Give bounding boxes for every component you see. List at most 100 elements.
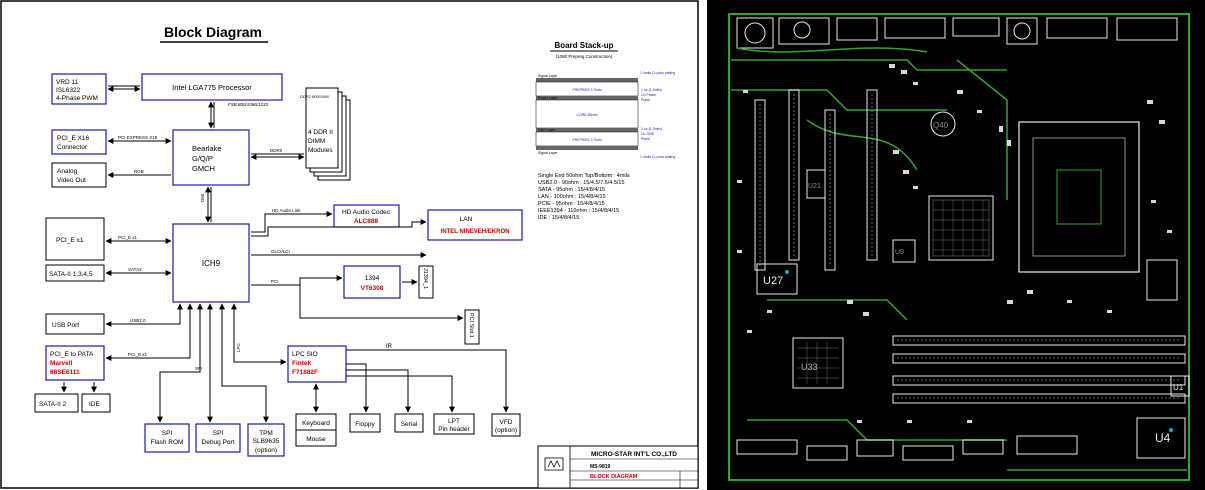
- lpt-line2: Pin header: [438, 426, 470, 433]
- block-labels: VRD 11 ISL6322 4-Phase PWM Intel LGA775 …: [39, 79, 517, 454]
- j1394-label: J1394_1: [422, 268, 428, 289]
- stackup-gnd: GND Layer: [538, 128, 556, 132]
- stackup-prepreg2: PREPREG 3.7mils: [572, 138, 601, 142]
- pcie-x16-line2: Connector: [57, 144, 88, 151]
- impedance-line: IDE : 15/4/8/4/15: [538, 215, 579, 221]
- impedance-notes: Single End 50ohm Top/Bottom : 4mils USB2…: [538, 173, 630, 221]
- stackup-section: Board Stack-up (1080 Prepreg Constructio…: [535, 41, 675, 159]
- link-labels: PCI EXPRESS X16 RGB DDRII DMI HD Audio L…: [118, 135, 393, 371]
- link-usb2: USB2.0: [130, 318, 146, 323]
- pata-block: [45, 345, 105, 381]
- sata-block: [45, 264, 105, 282]
- stackup-power-note3: Plane: [641, 98, 650, 102]
- link-rgb: RGB: [134, 169, 144, 174]
- pata-line3: 88SE6111: [50, 369, 80, 376]
- pcb-layout-view: U27 U4 U1 Q40 U33 U21 U9: [707, 0, 1205, 490]
- impedance-line: IEEE1394 - 110ohm : 15/4/8/4/15: [538, 208, 619, 214]
- spi-flash-line2: Flash ROM: [151, 439, 184, 446]
- pcb-label-u1: U1: [1173, 383, 1184, 392]
- stackup-signal-top: Signal Layer: [538, 74, 558, 78]
- stackup-gnd-note2: Cu GND: [641, 132, 655, 136]
- ddr-line2: DIMM: [308, 138, 325, 145]
- lan-block: [427, 209, 523, 241]
- sata2-block: [34, 393, 79, 413]
- msi-logo: [544, 457, 564, 471]
- pcie-x16-block: [51, 129, 107, 155]
- link-ddrii: DDRII: [270, 148, 282, 153]
- vrd-line2: ISL6322: [56, 87, 81, 94]
- lpt-block: [433, 413, 475, 435]
- ich-footprint: [792, 337, 844, 389]
- vrd-line1: VRD 11: [56, 79, 79, 86]
- fsb-label: FSB 800/1066/1333: [228, 102, 269, 107]
- connection-lines: [61, 85, 509, 423]
- link-pata-pcie: PCI_E x1: [128, 352, 148, 357]
- link-pci: PCI: [271, 279, 279, 284]
- pata-line1: PCI_E to PATA: [50, 351, 94, 358]
- stackup-title: Board Stack-up: [554, 41, 613, 50]
- cpu-block: [141, 73, 283, 101]
- impedance-line: LAN - 100ohm : 15/4/8/4/15: [538, 194, 606, 200]
- spi-debug-line2: Debug Port: [202, 439, 235, 446]
- tpm-line1: TPM: [259, 430, 273, 437]
- diagram-title: Block Diagram: [164, 24, 262, 40]
- pcb-label-u21: U21: [808, 183, 821, 190]
- impedance-line: USB2.0 - 90ohm : 15/4.5/7.5/4.5/15: [538, 180, 625, 186]
- ich9-block: [172, 223, 250, 303]
- vfd-line2: (option): [495, 427, 517, 434]
- link-ir: IR: [386, 344, 393, 350]
- pcb-reference-labels: U27 U4 U1 Q40 U33 U21 U9: [763, 121, 1184, 445]
- ich9-label: ICH9: [202, 259, 221, 268]
- stackup-core: CORE 50mils: [576, 113, 597, 117]
- spi-flash-line1: SPI: [162, 430, 173, 437]
- model-number: MS-9819: [590, 464, 611, 470]
- pcb-label-u33: U33: [801, 362, 818, 372]
- ide-label: IDE: [89, 401, 101, 408]
- lpt-line1: LPT: [448, 418, 460, 425]
- j1394-block: [418, 265, 434, 299]
- codec-line1: HD Audio Codec: [342, 209, 391, 216]
- stackup-signal-bottom: Signal Layer: [538, 151, 558, 155]
- spi-flash-block: [144, 423, 190, 453]
- stackup-gnd-note1: 1 oz.(1.2mils): [641, 127, 662, 131]
- usb-label: USB Port: [52, 322, 79, 329]
- u1-footprint: [1170, 375, 1190, 397]
- small-components: [737, 64, 1172, 423]
- title-block: MICRO-STAR INT'L CO.,LTD MS-9819 BLOCK D…: [537, 445, 699, 489]
- dimm-slot: [892, 393, 1186, 404]
- link-lpc: LPC: [236, 342, 241, 352]
- dimm-slot: [892, 335, 1186, 346]
- keyboard-label: Keyboard: [302, 420, 330, 427]
- lan-line1: LAN: [460, 216, 473, 223]
- pci-slot: [866, 89, 878, 261]
- link-glci: GLCI/LCI: [271, 249, 290, 254]
- block-diagram-sheet: Block Diagram: [0, 0, 699, 489]
- vrd-line3: 4-Phase PWM: [56, 95, 98, 102]
- pcb-label-u27: U27: [763, 275, 783, 287]
- sata2-label: SATA-II 2: [39, 401, 67, 408]
- gmch-footprint: [928, 195, 994, 261]
- lan-line2: INTEL NINEVEH/EKRON: [441, 229, 510, 235]
- tpm-line2: SLB9635: [253, 438, 280, 445]
- gmch-line2: G/Q/P: [192, 154, 213, 163]
- pcie-slot: [754, 99, 766, 271]
- codec-line2: ALC888: [354, 218, 379, 225]
- gmch-line1: Bearlake: [192, 144, 222, 153]
- pcb-label-u9: U9: [895, 249, 904, 256]
- board-outline: [728, 13, 1190, 481]
- p1394-block: [343, 265, 401, 299]
- pata-line2: Marvell: [50, 360, 73, 367]
- analog-line1: Analog: [57, 168, 78, 175]
- link-pcie-x16: PCI EXPRESS X16: [118, 135, 158, 140]
- u21-footprint: [806, 169, 826, 199]
- impedance-line: PCIE - 95ohm : 15/4/8/4/15: [538, 201, 605, 207]
- stackup-power-note2: Cu Power: [641, 93, 657, 97]
- tpm-line3: (option): [255, 447, 277, 454]
- pcb-label-q40: Q40: [933, 121, 949, 130]
- ddr-top-label: DDR2 800/1066: [300, 94, 329, 99]
- usb-block: [45, 313, 105, 335]
- ddr-line3: Modules: [308, 147, 333, 154]
- link-hd-audio: HD Audio Link: [272, 208, 301, 213]
- stackup-power-note1: 1 oz.(1.2mils): [641, 88, 662, 92]
